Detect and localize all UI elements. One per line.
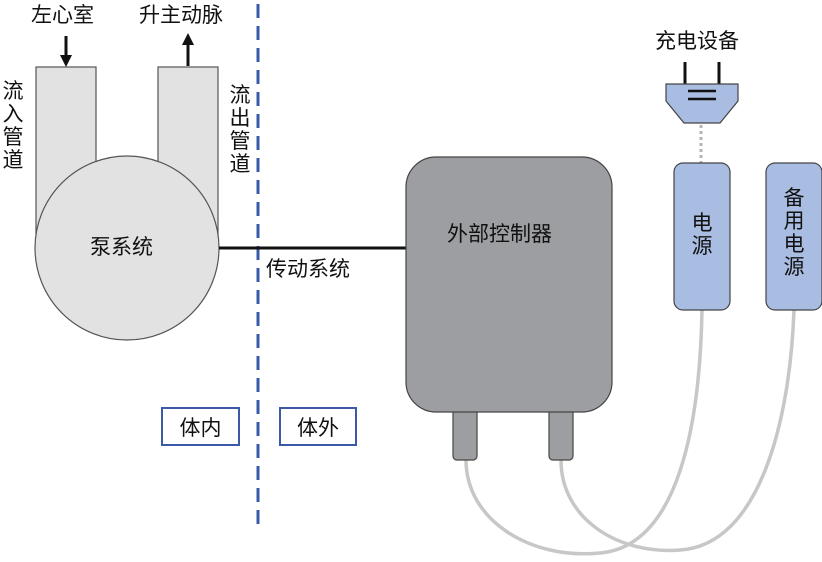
cable-left xyxy=(464,309,704,556)
label-left-ventricle: 左心室 xyxy=(31,3,94,27)
label-external-controller: 外部控制器 xyxy=(447,222,552,246)
label-outflow-cannula: 流出管道 xyxy=(229,83,251,176)
tag-inside-body: 体内 xyxy=(161,407,240,446)
power-source-battery xyxy=(673,162,731,311)
backup-power-battery xyxy=(765,162,822,311)
charging-plug-icon xyxy=(665,62,739,124)
label-power-source: 电源 xyxy=(691,211,713,258)
controller-connector-left xyxy=(452,404,478,461)
label-drive-system: 传动系统 xyxy=(266,257,350,281)
label-pump-system: 泵系统 xyxy=(90,235,153,259)
inflow-arrow-icon xyxy=(60,36,72,67)
outflow-arrow-icon xyxy=(182,33,194,66)
label-ascending-aorta: 升主动脉 xyxy=(139,3,223,27)
label-backup-power: 备用电源 xyxy=(783,186,805,279)
cable-right xyxy=(559,309,796,553)
label-charging-device: 充电设备 xyxy=(655,29,739,53)
tag-outside-body: 体外 xyxy=(279,407,357,446)
label-inflow-cannula: 流入管道 xyxy=(2,79,24,172)
external-controller-body xyxy=(405,156,613,413)
controller-connector-right xyxy=(548,404,574,461)
